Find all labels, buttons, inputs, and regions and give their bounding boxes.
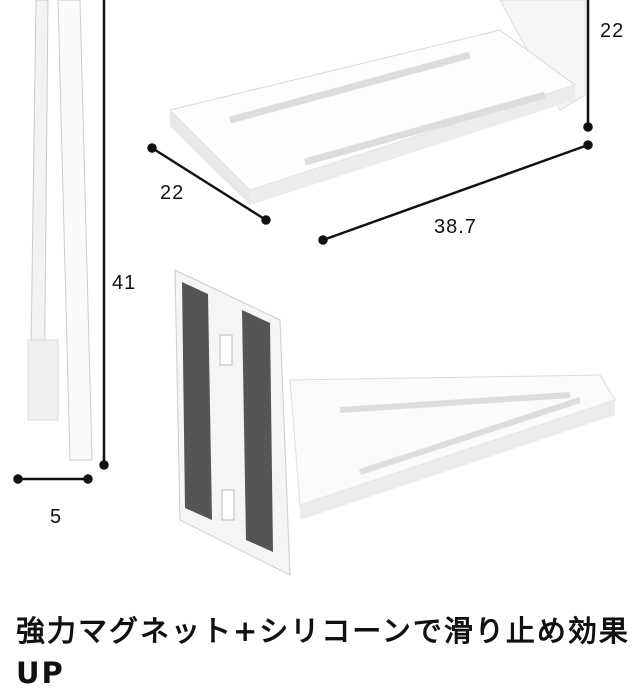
dimension-lines [13,0,593,484]
product-illustration [13,0,616,576]
bottom-shelf-view [174,269,616,576]
width-label: 38.7 [434,216,477,238]
feature-caption-continued: UP [16,656,65,690]
side-height-label: 41 [112,272,137,294]
height-top-label: 22 [600,20,625,42]
depth-label: 22 [160,182,185,204]
side-thickness-label: 5 [50,506,63,528]
side-view-product [27,0,93,461]
top-shelf-view [169,0,586,205]
feature-caption: 強力マグネット+シリコーンで滑り止め効果 [16,614,630,648]
